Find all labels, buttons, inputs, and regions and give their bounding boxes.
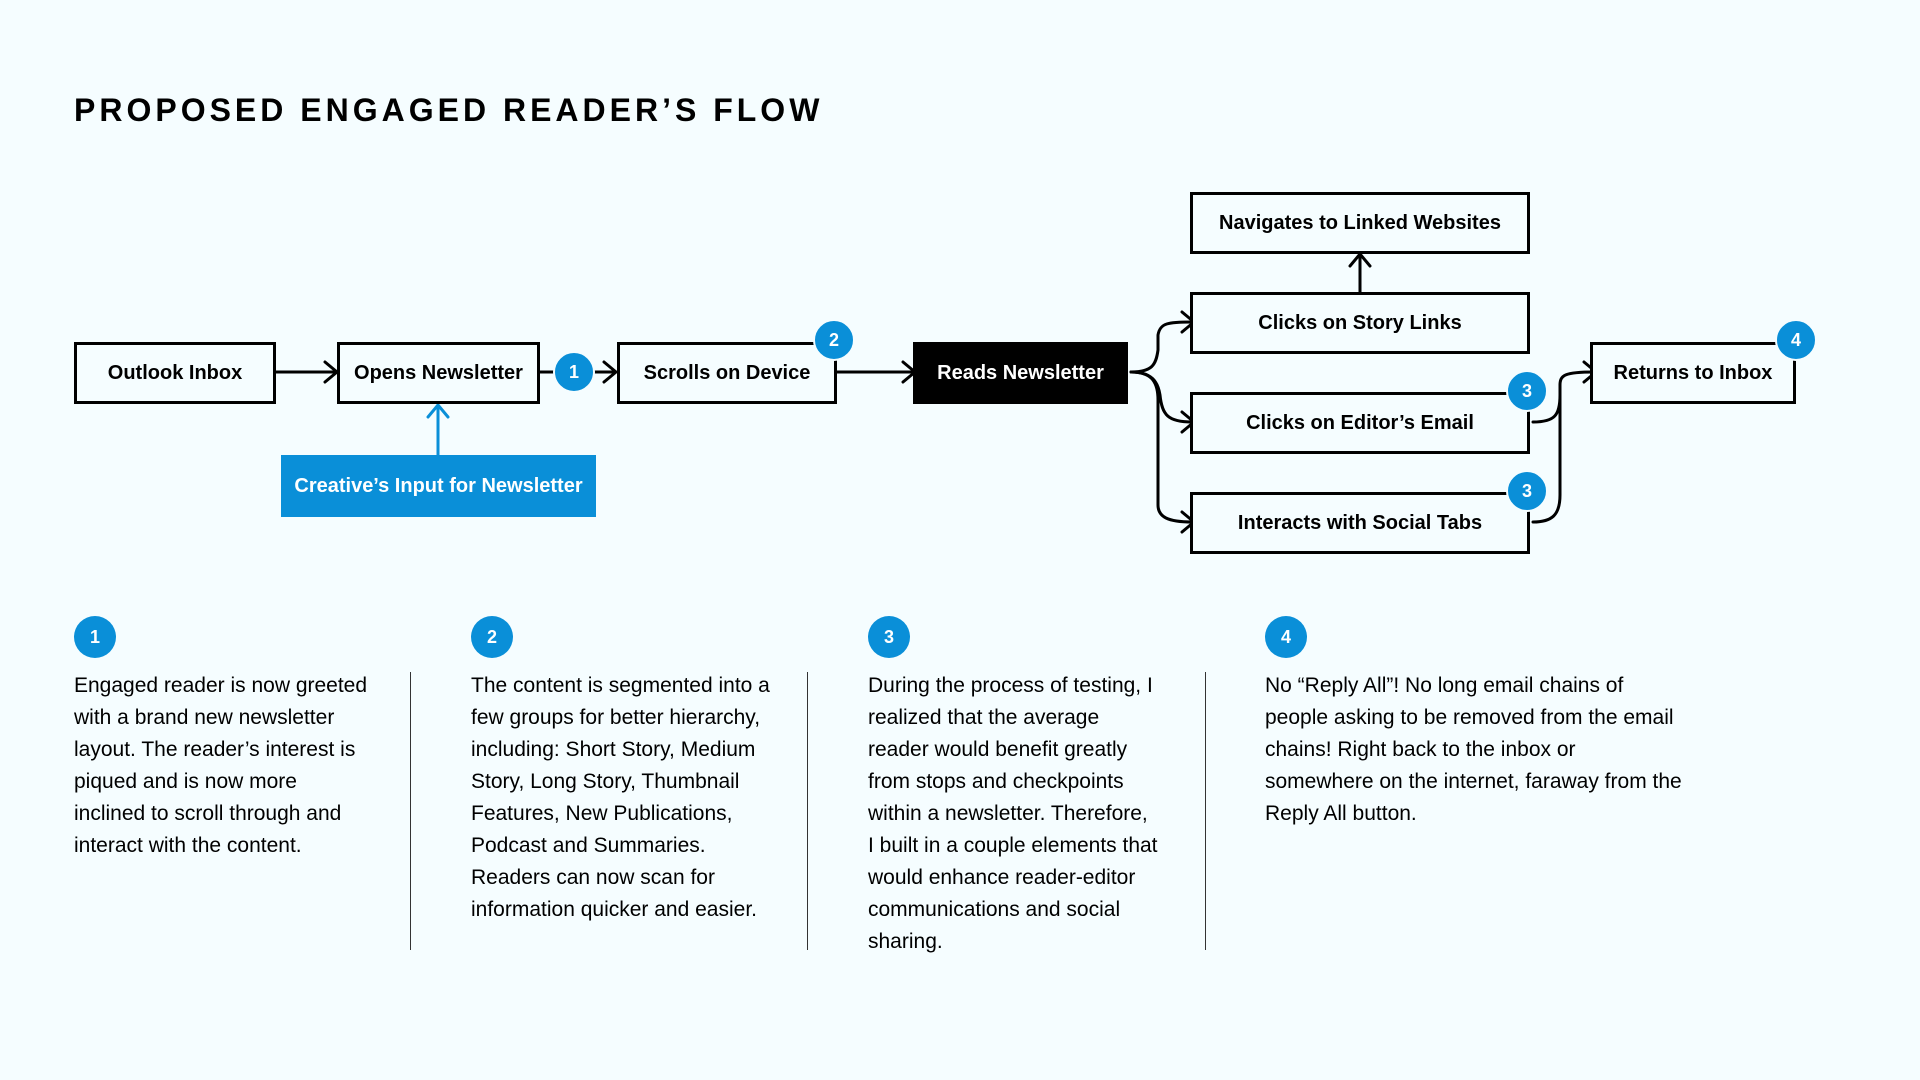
arrowhead bbox=[602, 360, 618, 384]
node-opens-newsletter: Opens Newsletter bbox=[337, 342, 540, 404]
merge-social-to-returns bbox=[1531, 383, 1562, 524]
step-badge-1: 1 bbox=[553, 351, 595, 393]
branch-to-story-links bbox=[1129, 320, 1194, 374]
node-returns-to-inbox: Returns to Inbox bbox=[1590, 342, 1796, 404]
node-clicks-story-links: Clicks on Story Links bbox=[1190, 292, 1530, 354]
arrowhead bbox=[1348, 252, 1372, 268]
node-navigates-linked-websites: Navigates to Linked Websites bbox=[1190, 192, 1530, 254]
branch-to-social-tabs bbox=[1129, 370, 1194, 524]
note-badge-3: 3 bbox=[868, 616, 910, 658]
node-creative-input: Creative’s Input for Newsletter bbox=[281, 455, 596, 517]
step-badge-3: 3 bbox=[1506, 470, 1548, 512]
node-outlook-inbox: Outlook Inbox bbox=[74, 342, 276, 404]
note-text-3: During the process of testing, I realize… bbox=[868, 674, 1158, 953]
step-badge-3: 3 bbox=[1506, 370, 1548, 412]
note-text-1: Engaged reader is now greeted with a bra… bbox=[74, 674, 368, 857]
step-badge-2: 2 bbox=[813, 319, 855, 361]
note-badge-4: 4 bbox=[1265, 616, 1307, 658]
node-clicks-editor-email: Clicks on Editor’s Email bbox=[1190, 392, 1530, 454]
arrowhead bbox=[426, 403, 450, 419]
node-scrolls-on-device: Scrolls on Device bbox=[617, 342, 837, 404]
page-title: PROPOSED ENGAGED READER’S FLOW bbox=[74, 92, 824, 128]
step-badge-4: 4 bbox=[1775, 319, 1817, 361]
note-divider bbox=[410, 672, 411, 950]
note-divider bbox=[807, 672, 808, 950]
note-badge-2: 2 bbox=[471, 616, 513, 658]
node-interacts-social-tabs: Interacts with Social Tabs bbox=[1190, 492, 1530, 554]
note-text-4: No “Reply All”! No long email chains of … bbox=[1265, 674, 1682, 825]
note-divider bbox=[1205, 672, 1206, 950]
note-text-2: The content is segmented into a few grou… bbox=[471, 674, 770, 921]
note-badge-1: 1 bbox=[74, 616, 116, 658]
node-reads-newsletter: Reads Newsletter bbox=[913, 342, 1128, 404]
